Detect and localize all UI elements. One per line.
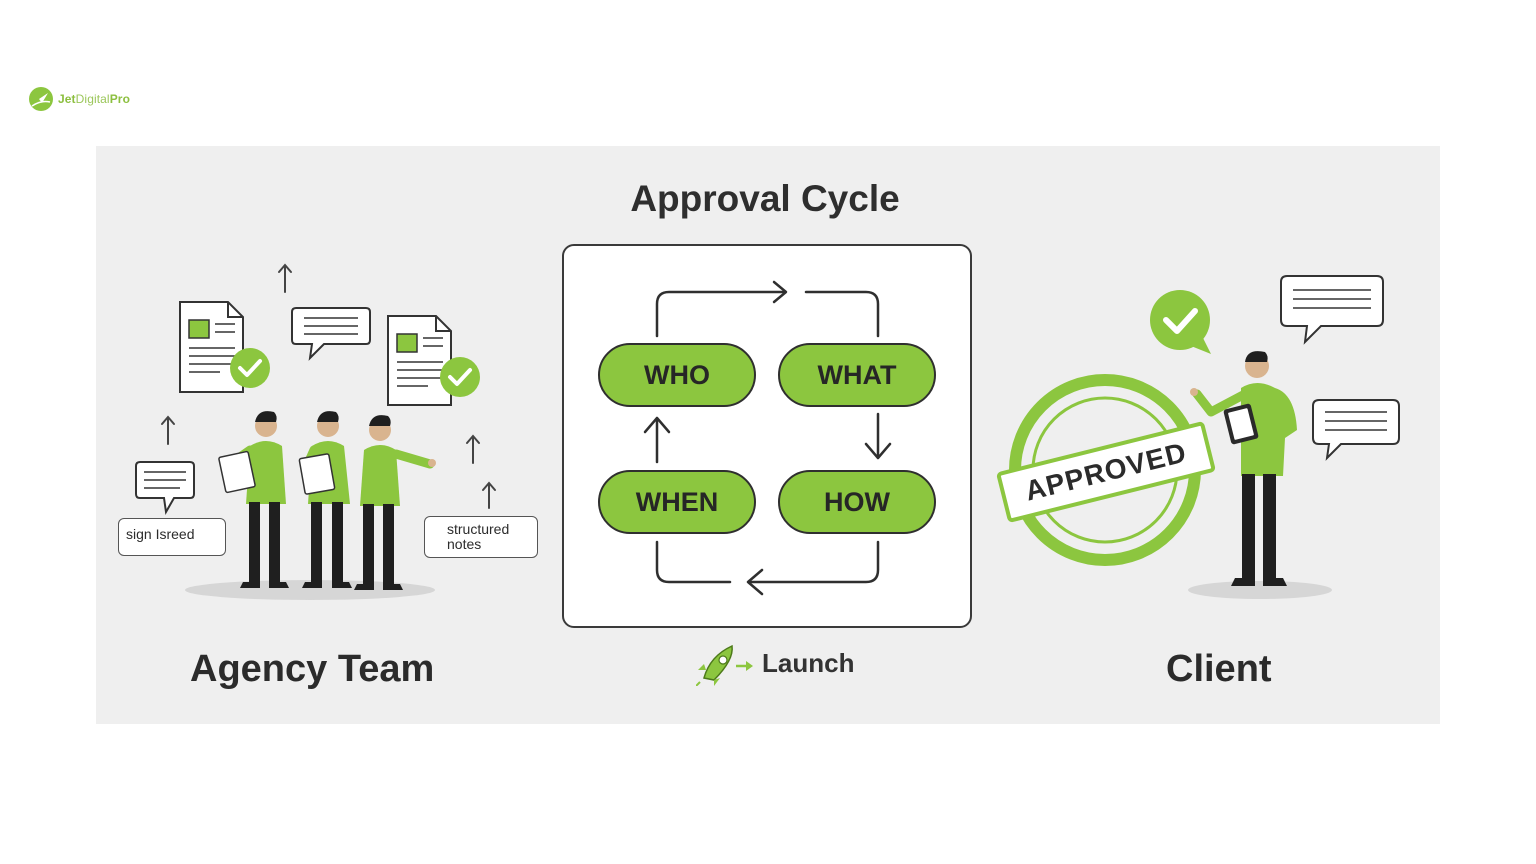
client-figure xyxy=(1190,351,1297,586)
brand-logo: JetDigitalPro xyxy=(28,86,130,112)
up-arrow-icon xyxy=(161,415,175,445)
step-who: WHO xyxy=(598,343,756,407)
brand-name-part2: Digital xyxy=(75,92,110,106)
approval-cycle-box xyxy=(562,244,972,628)
ground-shadow xyxy=(1188,581,1332,599)
cycle-arrowhead-up xyxy=(643,416,671,434)
brand-mark-icon xyxy=(29,87,53,111)
speech-bubble-icon xyxy=(135,461,195,516)
note-structured-line2: notes xyxy=(447,536,482,552)
team-member-figure xyxy=(298,411,352,588)
cycle-arrowhead-right xyxy=(772,280,788,304)
step-what: WHAT xyxy=(778,343,936,407)
agency-team-label: Agency Team xyxy=(190,648,435,690)
rocket-icon xyxy=(696,644,753,686)
cycle-arrowhead-left xyxy=(746,568,764,596)
diagram-title: Approval Cycle xyxy=(630,178,900,219)
check-badge-icon xyxy=(1150,290,1211,354)
cycle-arrow-top xyxy=(655,290,786,338)
cycle-arrowhead-down xyxy=(864,442,892,460)
launch-label-group: Launch xyxy=(696,640,854,686)
speech-bubble-icon xyxy=(1312,399,1400,461)
up-arrow-icon xyxy=(482,481,496,509)
cycle-arrow-bottom xyxy=(748,540,880,584)
document-icon xyxy=(387,315,452,406)
up-arrow-icon xyxy=(278,263,292,293)
brand-name: JetDigitalPro xyxy=(58,92,130,106)
note-sign-off-text: sign Isreed xyxy=(126,526,195,542)
brand-name-part1: Jet xyxy=(58,92,76,106)
check-badge-icon xyxy=(440,357,480,397)
speech-bubble-icon xyxy=(1280,275,1384,345)
cycle-connector-top-right xyxy=(804,290,880,338)
cycle-arrows xyxy=(643,280,892,596)
up-arrow-icon xyxy=(466,434,480,464)
check-badge-icon xyxy=(230,348,270,388)
agency-team-illustration xyxy=(135,263,496,600)
document-icon xyxy=(179,301,244,393)
note-structured-line1: structured xyxy=(447,521,510,537)
launch-label: Launch xyxy=(762,647,855,678)
speech-bubble-icon xyxy=(291,307,371,361)
client-label: Client xyxy=(1166,648,1272,690)
cycle-connector-bottom-left xyxy=(655,540,732,584)
team-member-figure xyxy=(354,415,436,590)
note-sign-off: sign Isreed xyxy=(118,518,226,556)
brand-name-part3: Pro xyxy=(109,92,131,106)
step-when: WHEN xyxy=(598,470,756,534)
step-how: HOW xyxy=(778,470,936,534)
team-member-figure xyxy=(218,411,289,588)
note-structured: structured notes xyxy=(424,516,538,558)
